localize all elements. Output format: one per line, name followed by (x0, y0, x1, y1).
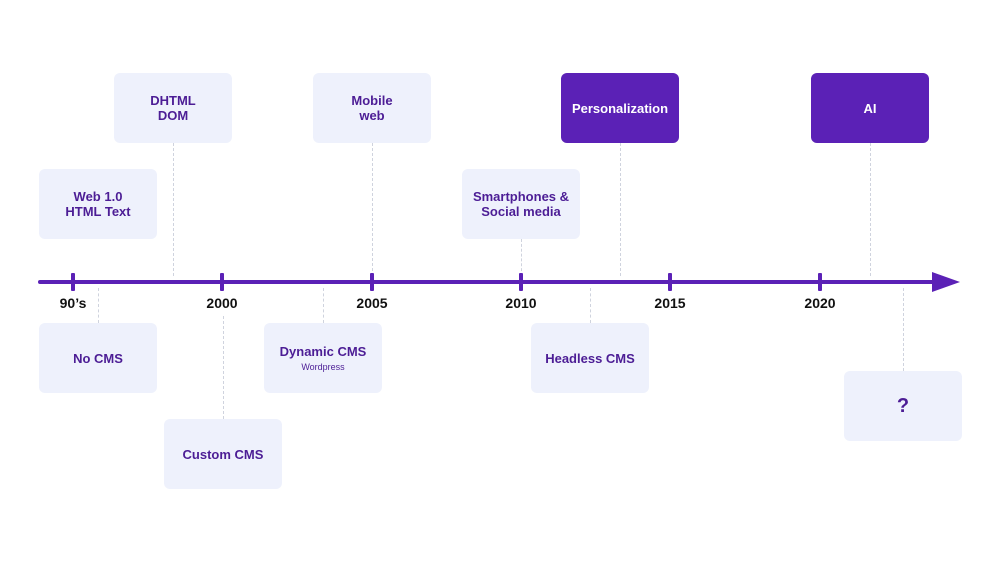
connector-line (173, 143, 174, 276)
timeline-tick (668, 273, 672, 291)
timeline-tick (818, 273, 822, 291)
milestone-card-above-label: Mobile web (351, 93, 393, 123)
year-label: 2010 (505, 295, 537, 311)
connector-line (870, 143, 871, 276)
milestone-card-above-label: Web 1.0 HTML Text (65, 189, 131, 219)
milestone-card-above-label: Personalization (571, 100, 669, 116)
year-label: 2000 (206, 295, 238, 311)
milestone-card-above: Web 1.0 HTML Text (39, 169, 157, 239)
cms-card-below: ? (844, 371, 962, 441)
cms-card-below: Custom CMS (164, 419, 282, 489)
milestone-card-above-label: AI (863, 100, 877, 116)
cms-card-below-label: No CMS (73, 350, 123, 366)
connector-line (620, 143, 621, 276)
cms-card-below-label: Custom CMS (182, 446, 264, 462)
connector-line (323, 288, 324, 323)
timeline-tick (370, 273, 374, 291)
milestone-card-above-label: Smartphones & Social media (472, 189, 570, 219)
cms-card-below-sublabel: Wordpress (301, 361, 345, 372)
timeline-axis (38, 280, 938, 284)
year-label: 2015 (654, 295, 686, 311)
timeline-tick (71, 273, 75, 291)
cms-card-below: Dynamic CMS Wordpress (264, 323, 382, 393)
cms-card-below: No CMS (39, 323, 157, 393)
cms-card-below-label: Headless CMS (545, 350, 635, 366)
milestone-card-above: Smartphones & Social media (462, 169, 580, 239)
connector-line (223, 316, 224, 419)
connector-line (98, 288, 99, 323)
connector-line (590, 288, 591, 323)
cms-card-below-label: ? (896, 394, 910, 417)
cms-card-below-label: Dynamic CMS (279, 343, 367, 359)
cms-card-below: Headless CMS (531, 323, 649, 393)
year-label: 2020 (804, 295, 836, 311)
connector-line (903, 288, 904, 371)
milestone-card-above: Personalization (561, 73, 679, 143)
year-label: 90’s (59, 295, 87, 311)
milestone-card-above: Mobile web (313, 73, 431, 143)
connector-line (521, 239, 522, 276)
milestone-card-above: DHTML DOM (114, 73, 232, 143)
timeline-tick (519, 273, 523, 291)
milestone-card-above: AI (811, 73, 929, 143)
milestone-card-above-label: DHTML DOM (150, 93, 196, 123)
year-label: 2005 (356, 295, 388, 311)
timeline-arrow-icon (932, 272, 960, 292)
timeline-tick (220, 273, 224, 291)
connector-line (372, 143, 373, 276)
